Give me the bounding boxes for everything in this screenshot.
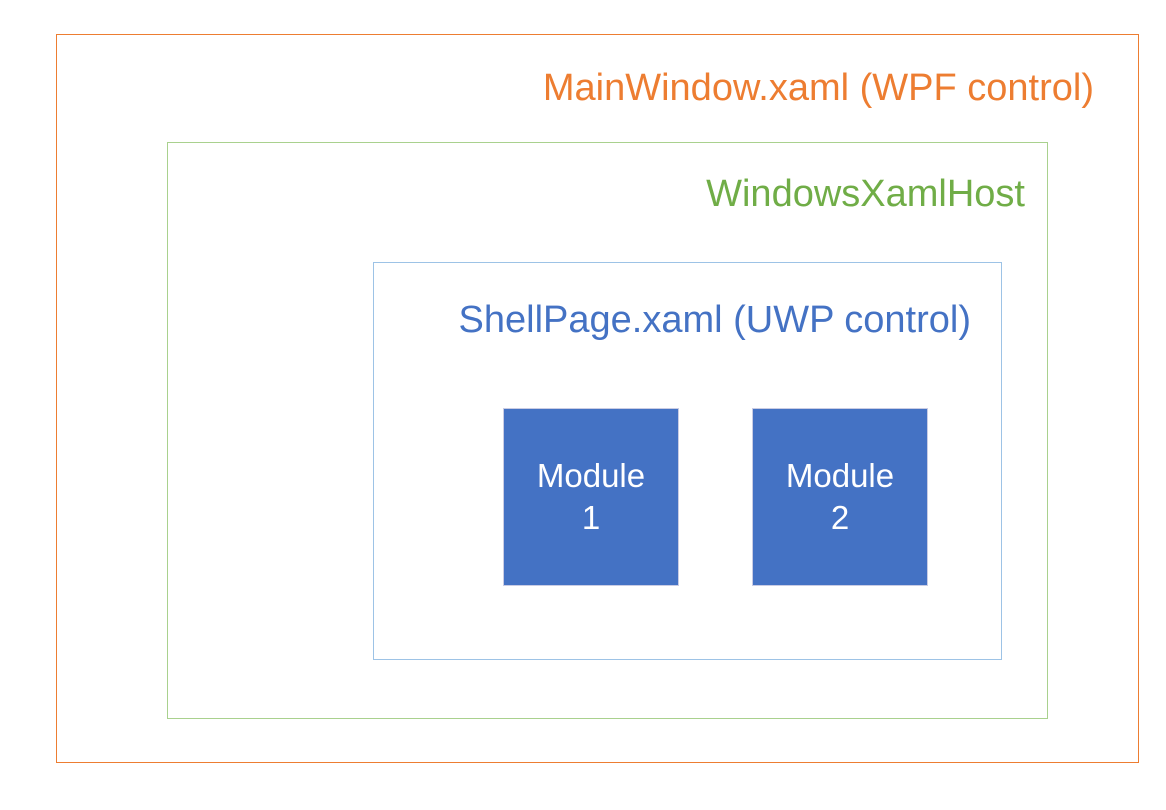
module-box-2: Module 2: [752, 408, 928, 586]
module-box-1: Module 1: [503, 408, 679, 586]
shellpage-uwp-container: ShellPage.xaml (UWP control) Module 1 Mo…: [373, 262, 1002, 660]
windowsxamlhost-label: WindowsXamlHost: [706, 173, 1025, 215]
module-1-label-line1: Module: [536, 456, 646, 494]
module-2-label-line2: 2: [830, 499, 850, 536]
module-1-label-line2: 1: [581, 499, 601, 536]
mainwindow-wpf-label: MainWindow.xaml (WPF control): [542, 67, 1094, 109]
shellpage-uwp-label: ShellPage.xaml (UWP control): [458, 299, 971, 341]
module-2-label-line1: Module: [785, 456, 895, 494]
windowsxamlhost-container: WindowsXamlHost ShellPage.xaml (UWP cont…: [167, 142, 1048, 719]
mainwindow-wpf-container: MainWindow.xaml (WPF control) WindowsXam…: [56, 34, 1139, 763]
